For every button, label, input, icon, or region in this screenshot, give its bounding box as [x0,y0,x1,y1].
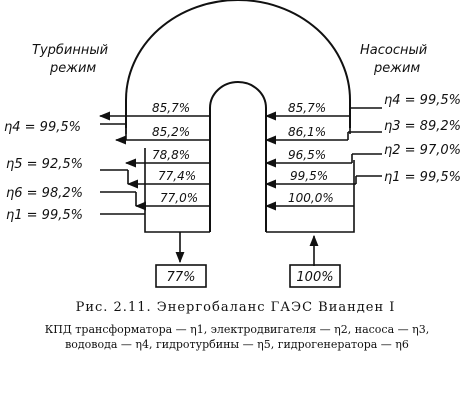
turbine-value: 77,0% [160,191,198,205]
turbine-result-value: 77% [167,270,196,285]
turbine-eta: η1 = 99,5% [6,208,83,223]
turbine-mode-label: Турбинный [32,43,108,58]
turbine-value: 85,7% [152,101,190,115]
turbine-eta: η4 = 99,5% [4,120,81,135]
turbine-mode-label-2: режим [49,61,96,76]
figure-caption-title: Рис. 2.11. Энергобаланс ГАЭС Вианден I [75,300,396,315]
pump-eta: η3 = 89,2% [384,119,461,134]
pump-flow-lines [264,107,382,211]
turbine-value: 85,2% [152,125,190,139]
pump-mode-label-2: режим [373,61,420,76]
pump-eta: η4 = 99,5% [384,93,461,108]
pump-result-value: 100% [296,270,333,285]
pump-eta: η2 = 97,0% [384,143,461,158]
pump-value: 99,5% [290,169,328,183]
diagram-canvas: Турбинный режим Насосный режим 85,7% 85,… [4,0,461,288]
turbine-eta: η5 = 92,5% [6,157,83,172]
pump-value: 86,1% [288,125,326,139]
turbine-flow-lines [98,111,210,215]
pump-value: 96,5% [288,148,326,162]
turbine-eta: η6 = 98,2% [6,186,83,201]
turbine-value: 77,4% [158,169,196,183]
pump-mode-label: Насосный [360,43,427,58]
inner-arch [209,81,267,232]
pump-result-box [289,264,341,288]
pump-value: 100,0% [288,191,334,205]
turbine-result-box [155,264,207,288]
figure-caption-body: КПД трансформатора — η1, электродвигател… [44,323,430,351]
pump-eta: η1 = 99,5% [384,170,461,185]
outer-arch [125,0,351,128]
pump-value: 85,7% [288,101,326,115]
turbine-value: 78,8% [152,148,190,162]
